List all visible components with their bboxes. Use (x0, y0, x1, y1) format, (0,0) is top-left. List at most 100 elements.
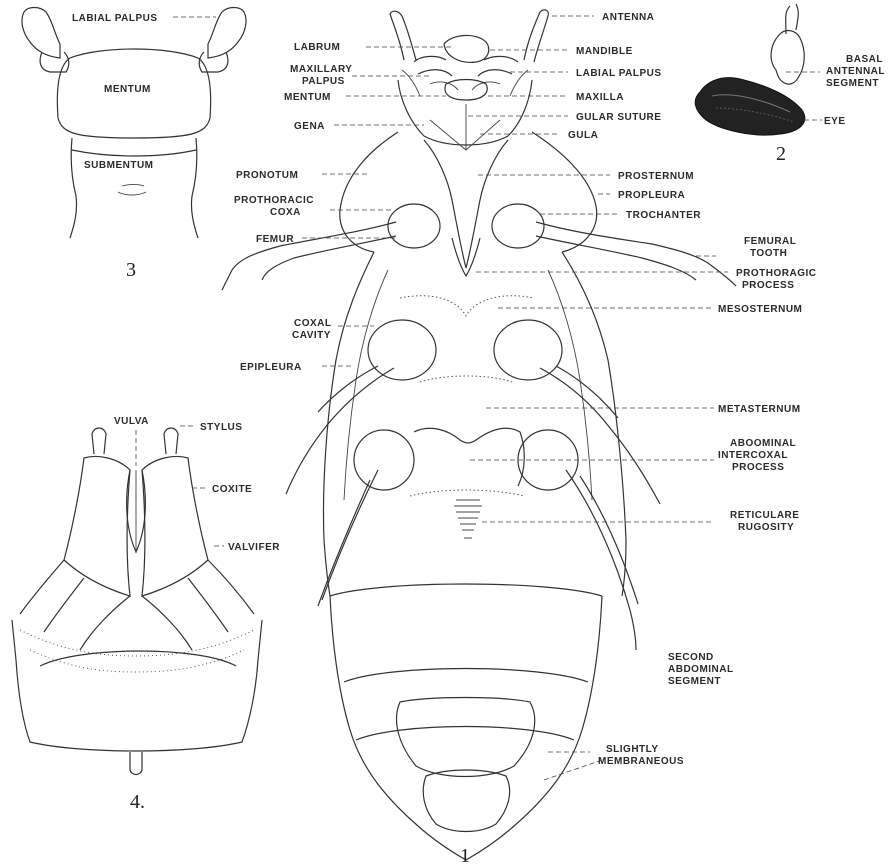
label-segment-fig2: SEGMENT (826, 78, 879, 89)
stippled-area-2 (30, 650, 244, 672)
terminal-apex (423, 770, 509, 832)
label-metasternum: METASTERNUM (718, 404, 801, 415)
label-antenna: ANTENNA (602, 12, 654, 23)
basal-stalk (130, 752, 142, 775)
label-segment-fig1: SEGMENT (668, 676, 721, 687)
stippled-area (20, 630, 254, 656)
figure-number-4: 4. (130, 791, 145, 813)
left-antenna (390, 11, 416, 60)
label-stylus: STYLUS (200, 422, 242, 433)
elytral-edge-left (324, 252, 375, 596)
left-coxite (64, 457, 130, 597)
label-process-abdomen: PROCESS (732, 462, 784, 473)
label-prosternum: PROSTERNUM (618, 171, 694, 182)
right-mid-femur (540, 366, 660, 504)
figure-number-3: 3 (126, 259, 136, 281)
label-femur: FEMUR (256, 234, 294, 245)
prosternum (424, 140, 508, 268)
label-mentum-fig1: MENTUM (284, 92, 331, 103)
left-mid-femur (286, 366, 394, 494)
hind-coxal-line (410, 490, 524, 496)
left-mid-coxa (368, 320, 436, 380)
antenna-stalk (786, 4, 799, 34)
left-labial-palpus (22, 8, 60, 59)
figure-2-eye (695, 4, 822, 135)
left-hind-coxa (354, 430, 414, 490)
left-fore-coxa (388, 204, 440, 248)
label-vulva: VULVA (114, 416, 149, 427)
right-palpus-joint (199, 52, 228, 72)
left-hind-femur (318, 470, 378, 606)
label-tooth: TOOTH (750, 248, 787, 259)
valvifer-left (20, 560, 130, 650)
label-abdominal: ABOOMINAL (730, 438, 796, 449)
right-stylus (164, 428, 178, 454)
prothoracic-process (452, 238, 480, 276)
abdominal-segment-line-2 (344, 669, 588, 683)
right-fore-femur (536, 222, 736, 286)
abdominal-segment-line-1 (330, 584, 602, 596)
maxillae (402, 70, 528, 96)
label-trochanter: TROCHANTER (626, 210, 701, 221)
label-maxilla: MAXILLA (576, 92, 624, 103)
label-propleura: PROPLEURA (618, 190, 685, 201)
label-rugosity: RUGOSITY (738, 522, 794, 533)
right-coxite (142, 457, 208, 597)
label-femural: FEMURAL (744, 236, 796, 247)
label-submentum: SUBMENTUM (84, 160, 154, 171)
mentum-fig1 (445, 80, 487, 101)
reticulate-rugosity (454, 500, 482, 538)
label-membraneous: MEMBRANEOUS (598, 756, 684, 767)
terminal-segment (397, 698, 535, 777)
metasternum-line (420, 376, 512, 382)
label-slightly: SLIGHTLY (606, 744, 659, 755)
label-gula: GULA (568, 130, 598, 141)
submentum-mark (118, 185, 146, 196)
label-pronotum: PRONOTUM (236, 170, 298, 181)
label-abdominal-seg: ABDOMINAL (668, 664, 734, 675)
label-coxa: COXA (270, 207, 301, 218)
left-palpus-joint (40, 52, 69, 72)
label-mandible: MANDIBLE (576, 46, 633, 57)
label-gena: GENA (294, 121, 325, 132)
label-valvifer: VALVIFER (228, 542, 280, 553)
label-reticulare: RETICULARE (730, 510, 799, 521)
label-cavity: CAVITY (292, 330, 331, 341)
left-stylus (92, 428, 106, 454)
right-antenna (524, 10, 548, 62)
submentum-line (72, 150, 196, 156)
basal-plate (12, 620, 262, 751)
right-labial-palpus (208, 8, 246, 59)
labrum (444, 35, 489, 62)
head-capsule (398, 80, 532, 145)
label-gular-suture: GULAR SUTURE (576, 112, 661, 123)
label-basal: BASAL (846, 54, 883, 65)
label-prothoracic: PROTHORACIC (234, 195, 314, 206)
label-process-thorax: PROCESS (742, 280, 794, 291)
right-mid-coxa (494, 320, 562, 380)
valvifer-right (142, 560, 254, 650)
label-coxal: COXAL (294, 318, 332, 329)
label-coxite: COXITE (212, 484, 252, 495)
label-antennal: ANTENNAL (826, 66, 885, 77)
label-mesosternum: MESOSTERNUM (718, 304, 802, 315)
right-hind-femur (566, 470, 638, 650)
mesosternum-line (400, 296, 534, 316)
mouthparts (414, 56, 518, 76)
abdominal-segment-line-3 (356, 727, 574, 741)
eye-shape (695, 78, 805, 135)
figure-number-1: 1 (460, 845, 470, 867)
label-eye: EYE (824, 116, 846, 127)
label-palpus: PALPUS (302, 76, 345, 87)
figure-number-2: 2 (776, 143, 786, 165)
label-maxillary: MAXILLARY (290, 64, 352, 75)
figure-4-ovipositor (12, 426, 262, 775)
abdominal-intercoxal-process (414, 428, 524, 486)
label-second: SECOND (668, 652, 714, 663)
pronotum-outline (340, 132, 597, 252)
label-labial-palpus-fig1: LABIAL PALPUS (576, 68, 662, 79)
label-intercoxal: INTERCOXAL (718, 450, 788, 461)
label-labrum: LABRUM (294, 42, 340, 53)
